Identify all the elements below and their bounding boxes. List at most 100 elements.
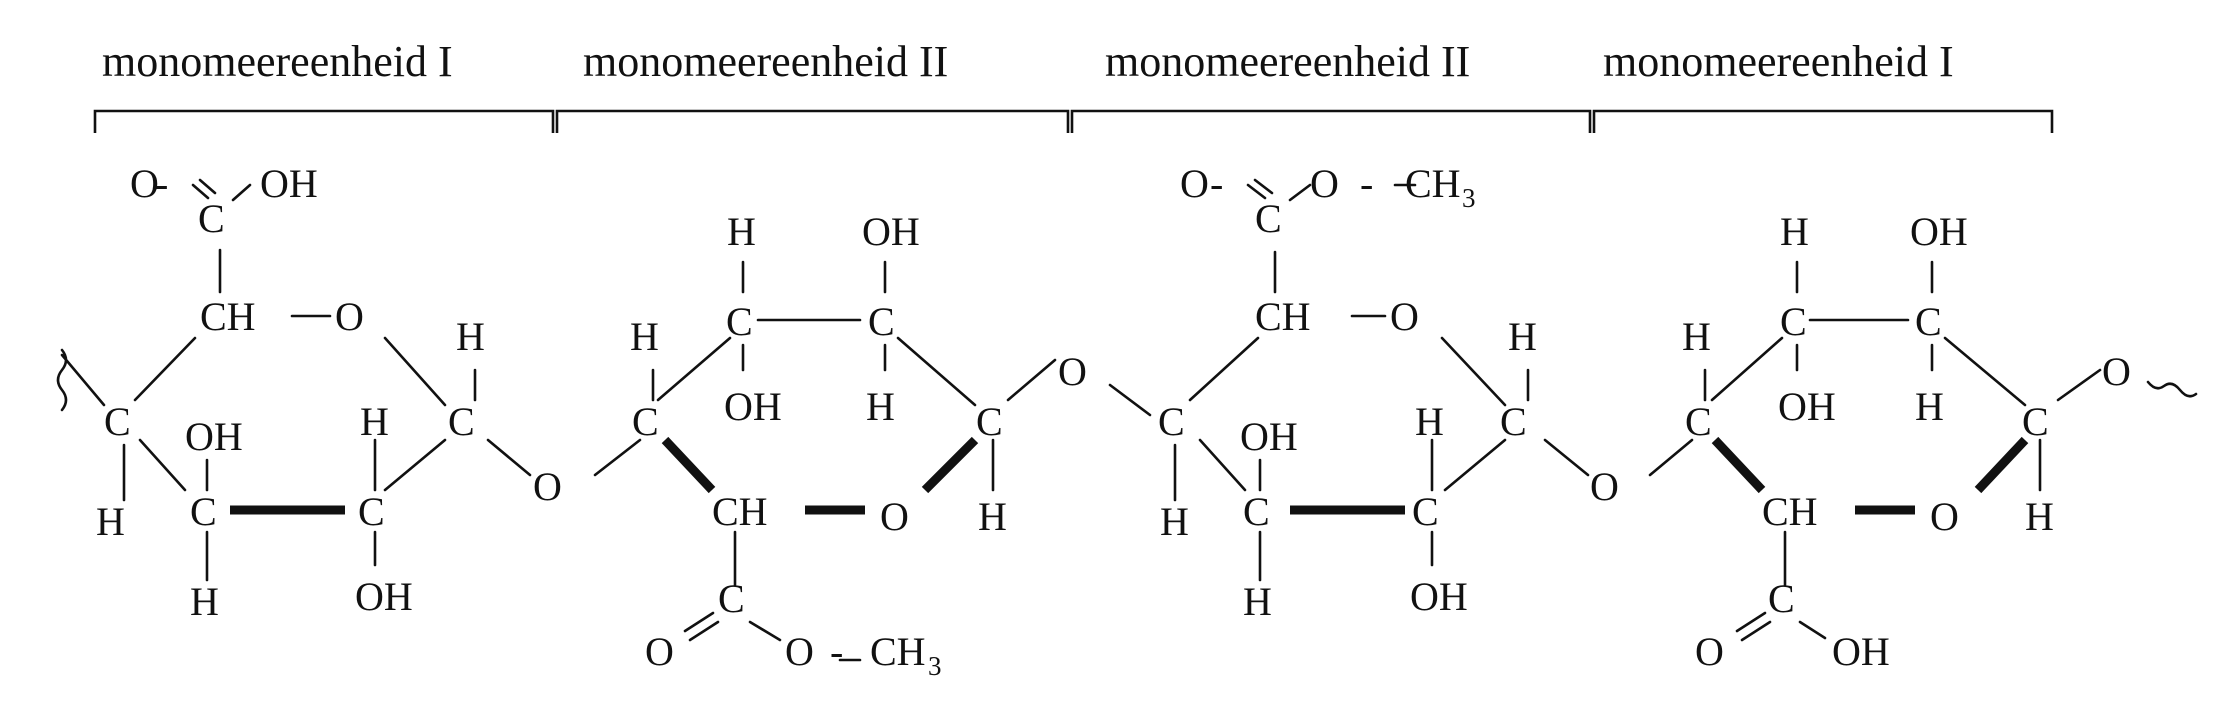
atom-label: O xyxy=(1180,161,1209,206)
atom-label: C xyxy=(104,399,131,444)
atom-label: C xyxy=(632,399,659,444)
atom-label: O xyxy=(335,294,364,339)
atom-label: OH xyxy=(1778,384,1836,429)
bond-line xyxy=(383,336,447,407)
bond-line xyxy=(661,436,716,494)
bond-line xyxy=(231,183,252,202)
atom-label: C xyxy=(1243,489,1270,534)
atom-label: C xyxy=(448,399,475,444)
bracket-3 xyxy=(1070,109,1592,133)
atom-label: C xyxy=(198,196,225,241)
bond-line xyxy=(656,336,732,402)
bracket-1 xyxy=(93,109,555,133)
bond-line xyxy=(2056,368,2102,402)
atom-label: - xyxy=(155,161,168,206)
atom-label: C xyxy=(726,299,753,344)
bond-line xyxy=(1198,438,1247,492)
atom-label: C xyxy=(1255,196,1282,241)
atom-label: OH xyxy=(862,209,920,254)
atom-label: CH xyxy=(1255,294,1311,339)
bond-line xyxy=(1740,620,1772,642)
bond-line xyxy=(1443,438,1507,492)
atom-labels: O - C OH CH O H C C OH H H C C H OH O H … xyxy=(96,161,2131,681)
atom-label: OH xyxy=(1910,209,1968,254)
bond-line xyxy=(1943,336,2027,407)
atom-label: CH xyxy=(1405,161,1461,206)
unit-brackets xyxy=(93,109,2054,133)
atom-label: O xyxy=(785,629,814,674)
bond-line xyxy=(1246,183,1267,200)
bond-line xyxy=(1006,358,1057,402)
atom-label: H xyxy=(1780,209,1809,254)
bond-line xyxy=(593,438,642,477)
bond-line xyxy=(383,438,447,492)
atom-label: H xyxy=(2025,494,2054,539)
atom-label: 3 xyxy=(1462,183,1476,213)
atom-label: C xyxy=(976,399,1003,444)
atom-label: - xyxy=(1360,161,1373,206)
bond-line xyxy=(1440,336,1507,407)
bond-line xyxy=(1648,438,1694,477)
bracket-4 xyxy=(1592,109,2054,133)
atom-label: CH xyxy=(712,489,768,534)
atom-label: O xyxy=(1390,294,1419,339)
atom-label: C xyxy=(2022,399,2049,444)
bond-line xyxy=(1798,620,1827,640)
unit-labels: monomeereenheid I monomeereenheid II mon… xyxy=(102,37,1954,86)
atom-label: O xyxy=(880,494,909,539)
atom-label: O xyxy=(130,161,159,206)
atom-label: OH xyxy=(724,384,782,429)
atom-label: H xyxy=(866,384,895,429)
unit-label-2: monomeereenheid II xyxy=(583,37,948,86)
bond-line xyxy=(198,178,217,195)
atom-label: CH xyxy=(870,629,926,674)
atom-label: H xyxy=(96,499,125,544)
atom-label: C xyxy=(190,489,217,534)
atom-label: O xyxy=(1310,161,1339,206)
atom-label: OH xyxy=(1410,574,1468,619)
bond-line xyxy=(1974,436,2029,494)
atom-label: OH xyxy=(260,161,318,206)
bond-line xyxy=(683,611,715,633)
bond-line xyxy=(921,436,979,494)
atom-label: C xyxy=(1412,489,1439,534)
atom-label: O xyxy=(533,464,562,509)
bond-line xyxy=(133,336,197,402)
atom-label: - xyxy=(830,629,843,674)
atom-label: C xyxy=(358,489,385,534)
atom-label: C xyxy=(1915,299,1942,344)
atom-label: C xyxy=(1158,399,1185,444)
bond-line xyxy=(1253,178,1274,195)
bond-line xyxy=(191,183,210,200)
bond-line xyxy=(1108,383,1152,417)
bond-line xyxy=(1711,436,1766,494)
bond-line xyxy=(748,620,782,642)
atom-label: C xyxy=(1685,399,1712,444)
atom-label: H xyxy=(630,314,659,359)
atom-label: C xyxy=(1500,399,1527,444)
atom-label: OH xyxy=(1832,629,1890,674)
atom-label: H xyxy=(727,209,756,254)
atom-label: H xyxy=(1243,579,1272,624)
atom-label: H xyxy=(190,579,219,624)
unit-label-1: monomeereenheid I xyxy=(102,37,453,86)
bond-line xyxy=(1188,336,1260,402)
bond-line xyxy=(1288,183,1312,202)
atom-label: H xyxy=(1682,314,1711,359)
bond-line xyxy=(896,336,977,407)
atom-label: H xyxy=(1915,384,1944,429)
atom-label: H xyxy=(360,399,389,444)
atom-label: 3 xyxy=(928,651,942,681)
atom-label: O xyxy=(1058,349,1087,394)
atom-label: H xyxy=(1160,499,1189,544)
bond-line xyxy=(1735,611,1767,633)
atom-label: OH xyxy=(1240,414,1298,459)
atom-label: O xyxy=(2102,349,2131,394)
atom-label: CH xyxy=(200,294,256,339)
atom-label: O xyxy=(1930,494,1959,539)
bond-line xyxy=(688,620,720,642)
atom-label: O xyxy=(1695,629,1724,674)
atom-label: H xyxy=(456,314,485,359)
bracket-2 xyxy=(555,109,1070,133)
